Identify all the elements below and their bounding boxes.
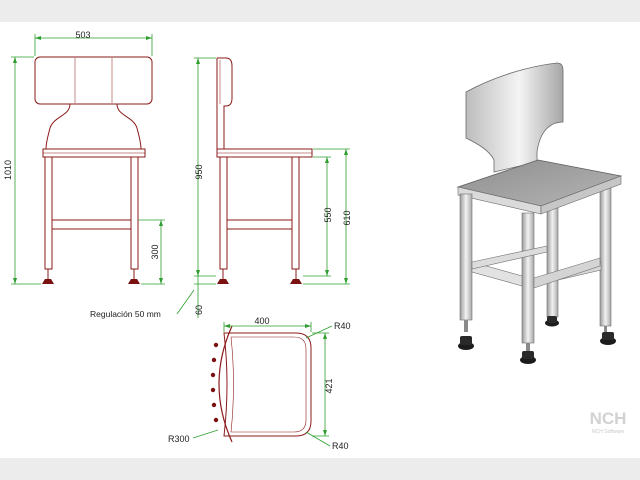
- watermark-logo: NCH: [590, 409, 627, 428]
- watermark-subtitle: NCH Software: [592, 429, 624, 435]
- side-view: [216, 57, 313, 280]
- front-rail: [51, 219, 132, 230]
- side-total-height-label: 950: [194, 164, 204, 179]
- top-band: [0, 0, 640, 22]
- side-seat-total-label: 610: [342, 210, 352, 225]
- side-seat-height-label: 550: [323, 207, 333, 222]
- top-depth-label: 421: [324, 378, 334, 393]
- top-width-label: 400: [254, 316, 269, 326]
- r40-bottom-leader: [305, 431, 331, 447]
- render-leg-back-right: [599, 185, 612, 327]
- front-feet: [42, 279, 140, 284]
- render-leg-front-right: [521, 212, 535, 344]
- top-radius-r40-top: R40: [334, 321, 351, 331]
- front-backrest: [34, 56, 153, 105]
- top-seat-outline: [223, 332, 312, 437]
- front-leg-right: [130, 156, 139, 270]
- render-rail-side: [533, 257, 601, 289]
- front-foot-left: [42, 279, 54, 284]
- front-neck-right: [116, 103, 142, 150]
- side-rail: [226, 219, 293, 230]
- top-seat-inner: [230, 336, 307, 433]
- side-foot-back: [217, 279, 229, 284]
- front-width-label: 503: [75, 30, 90, 40]
- front-view: [34, 56, 153, 280]
- side-leg-back: [219, 156, 228, 270]
- top-view: [218, 325, 312, 443]
- side-dimensions: [176, 57, 350, 318]
- render-seat-side-edge: [540, 175, 622, 215]
- side-foot-label: 60: [194, 305, 204, 315]
- front-rail-height-label: 300: [150, 244, 160, 259]
- side-backrest: [217, 57, 233, 149]
- top-dimensions: [192, 322, 333, 447]
- top-bolts: [210, 342, 219, 423]
- front-neck-left: [45, 103, 71, 150]
- side-leg-front: [291, 156, 300, 270]
- bottom-band: [0, 458, 640, 480]
- front-leg-left: [44, 156, 53, 270]
- regulation-leader: [176, 289, 195, 315]
- render-leg-front-left: [459, 193, 473, 321]
- front-dimensions: [11, 34, 165, 285]
- r300-leader: [192, 429, 219, 439]
- top-radius-r300: R300: [168, 434, 190, 444]
- top-backrest-curve: [218, 325, 233, 443]
- side-foot-front: [290, 279, 302, 284]
- r40-top-leader: [305, 325, 333, 339]
- render-backrest: [465, 62, 564, 173]
- front-foot-right: [128, 279, 140, 284]
- top-radius-r40-bottom: R40: [332, 441, 349, 451]
- side-feet: [217, 279, 302, 284]
- regulation-note: Regulación 50 mm: [90, 309, 161, 319]
- front-height-label: 1010: [3, 160, 13, 180]
- chair-3d-render: [456, 62, 623, 364]
